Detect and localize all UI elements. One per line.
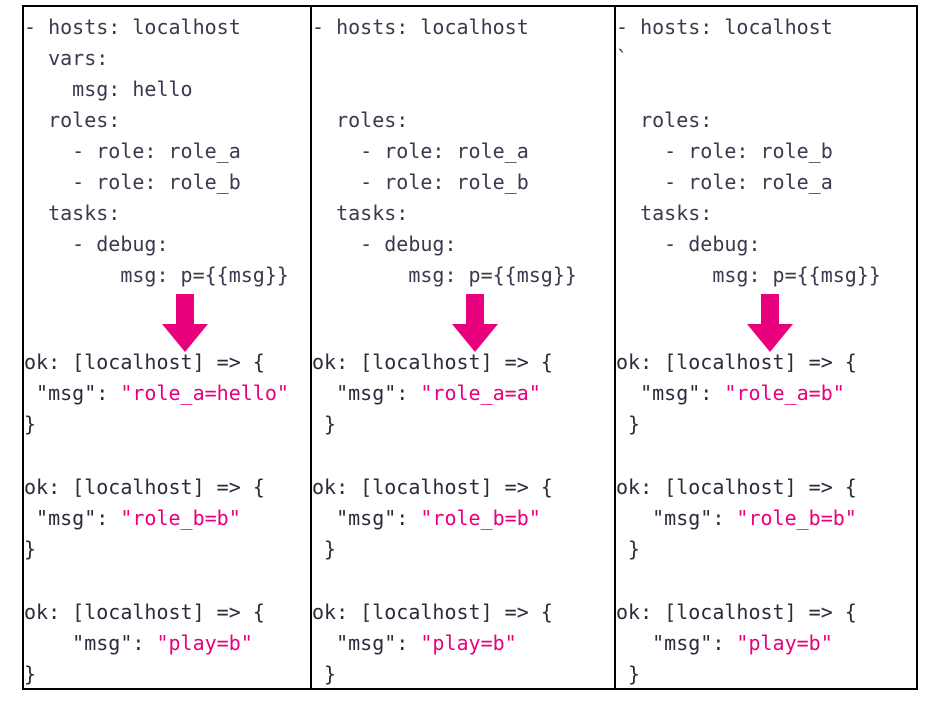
output-header: ok: [localhost] => { xyxy=(312,600,553,624)
output-block-3-1: ok: [localhost] => { "msg": "role_a=b" } xyxy=(616,347,916,440)
output-msg-value: "role_a=hello" xyxy=(120,381,289,405)
yaml-line: - role: role_b xyxy=(616,139,833,163)
output-footer: } xyxy=(312,537,337,561)
output-block-1-2: ok: [localhost] => { "msg": "role_b=b" } xyxy=(24,472,310,565)
playbook-1: - hosts: localhost vars: msg: hello role… xyxy=(24,12,310,291)
yaml-line: vars: xyxy=(24,46,109,70)
yaml-line: - role: role_b xyxy=(312,170,529,194)
playbook-2: - hosts: localhost roles: - role: role_a… xyxy=(312,12,614,291)
yaml-line: - hosts: localhost xyxy=(616,15,833,39)
yaml-line: - role: role_b xyxy=(24,170,241,194)
output-msg-line: "msg": "role_a=a" xyxy=(312,378,614,409)
output-msg-line: "msg": "role_a=hello" xyxy=(24,378,310,409)
yaml-line: msg: p={{msg}} xyxy=(616,263,881,287)
output-msg-line: "msg": "play=b" xyxy=(312,628,614,659)
yaml-line: msg: p={{msg}} xyxy=(24,263,289,287)
yaml-line xyxy=(312,43,614,74)
output-msg-value: "role_b=b" xyxy=(736,506,857,530)
output-msg-line: "msg": "play=b" xyxy=(616,628,916,659)
output-block-2-2: ok: [localhost] => { "msg": "role_b=b" } xyxy=(312,472,614,565)
output-msg-key: "msg": xyxy=(616,381,725,405)
output-msg-value: "role_a=a" xyxy=(420,381,541,405)
output-msg-line: "msg": "role_a=b" xyxy=(616,378,916,409)
yaml-line: roles: xyxy=(312,108,409,132)
output-header: ok: [localhost] => { xyxy=(312,475,553,499)
yaml-line: roles: xyxy=(616,108,713,132)
output-block-1-3: ok: [localhost] => { "msg": "play=b" } xyxy=(24,597,310,688)
output-header: ok: [localhost] => { xyxy=(312,350,553,374)
output-msg-key: "msg": xyxy=(24,506,121,530)
yaml-line: - debug: xyxy=(312,232,457,256)
yaml-line: - role: role_a xyxy=(24,139,241,163)
output-footer: } xyxy=(312,662,337,686)
output-msg-value: "play=b" xyxy=(156,631,253,655)
yaml-line: - role: role_a xyxy=(312,139,529,163)
output-footer: } xyxy=(616,412,641,436)
yaml-line: - hosts: localhost xyxy=(24,15,241,39)
output-header: ok: [localhost] => { xyxy=(24,350,265,374)
output-msg-value: "play=b" xyxy=(420,631,517,655)
output-header: ok: [localhost] => { xyxy=(616,475,857,499)
output-header: ok: [localhost] => { xyxy=(616,600,857,624)
column-2: - hosts: localhost roles: - role: role_a… xyxy=(312,7,616,688)
output-msg-line: "msg": "role_b=b" xyxy=(24,503,310,534)
output-msg-key: "msg": xyxy=(312,381,421,405)
yaml-line: - hosts: localhost xyxy=(312,15,529,39)
yaml-line: msg: p={{msg}} xyxy=(312,263,577,287)
output-msg-value: "role_b=b" xyxy=(420,506,541,530)
output-block-1-1: ok: [localhost] => { "msg": "role_a=hell… xyxy=(24,347,310,440)
output-block-2-1: ok: [localhost] => { "msg": "role_a=a" } xyxy=(312,347,614,440)
output-msg-key: "msg": xyxy=(616,631,737,655)
output-msg-line: "msg": "role_b=b" xyxy=(616,503,916,534)
yaml-line: tasks: xyxy=(616,201,713,225)
output-footer: } xyxy=(24,537,37,561)
output-footer: } xyxy=(616,662,641,686)
output-msg-value: "role_b=b" xyxy=(120,506,241,530)
output-msg-value: "role_a=b" xyxy=(724,381,845,405)
output-block-2-3: ok: [localhost] => { "msg": "play=b" } xyxy=(312,597,614,688)
three-column-table: - hosts: localhost vars: msg: hello role… xyxy=(22,5,918,690)
playbook-3: - hosts: localhost ` roles: - role: role… xyxy=(616,12,916,291)
yaml-line: - debug: xyxy=(616,232,761,256)
output-msg-line: "msg": "role_b=b" xyxy=(312,503,614,534)
output-msg-value: "play=b" xyxy=(736,631,833,655)
output-footer: } xyxy=(616,537,641,561)
output-block-3-3: ok: [localhost] => { "msg": "play=b" } xyxy=(616,597,916,688)
yaml-line: - debug: xyxy=(24,232,169,256)
output-footer: } xyxy=(24,412,37,436)
down-arrow-icon xyxy=(452,294,498,352)
column-3: - hosts: localhost ` roles: - role: role… xyxy=(616,7,916,688)
output-header: ok: [localhost] => { xyxy=(24,475,265,499)
output-msg-key: "msg": xyxy=(312,631,421,655)
output-msg-line: "msg": "play=b" xyxy=(24,628,310,659)
output-footer: } xyxy=(24,662,37,686)
yaml-line xyxy=(312,74,614,105)
output-msg-key: "msg": xyxy=(312,506,421,530)
output-header: ok: [localhost] => { xyxy=(24,600,265,624)
down-arrow-icon xyxy=(162,294,208,352)
column-1: - hosts: localhost vars: msg: hello role… xyxy=(24,7,312,688)
down-arrow-icon xyxy=(747,294,793,352)
yaml-line: msg: hello xyxy=(24,77,193,101)
yaml-line: - role: role_a xyxy=(616,170,833,194)
yaml-line: ` xyxy=(616,46,629,70)
output-footer: } xyxy=(312,412,337,436)
output-block-3-2: ok: [localhost] => { "msg": "role_b=b" } xyxy=(616,472,916,565)
output-msg-key: "msg": xyxy=(24,381,121,405)
output-header: ok: [localhost] => { xyxy=(616,350,857,374)
yaml-line: tasks: xyxy=(312,201,409,225)
yaml-line xyxy=(616,74,916,105)
output-msg-key: "msg": xyxy=(616,506,737,530)
yaml-line: roles: xyxy=(24,108,121,132)
output-msg-key: "msg": xyxy=(24,631,157,655)
yaml-line: tasks: xyxy=(24,201,121,225)
